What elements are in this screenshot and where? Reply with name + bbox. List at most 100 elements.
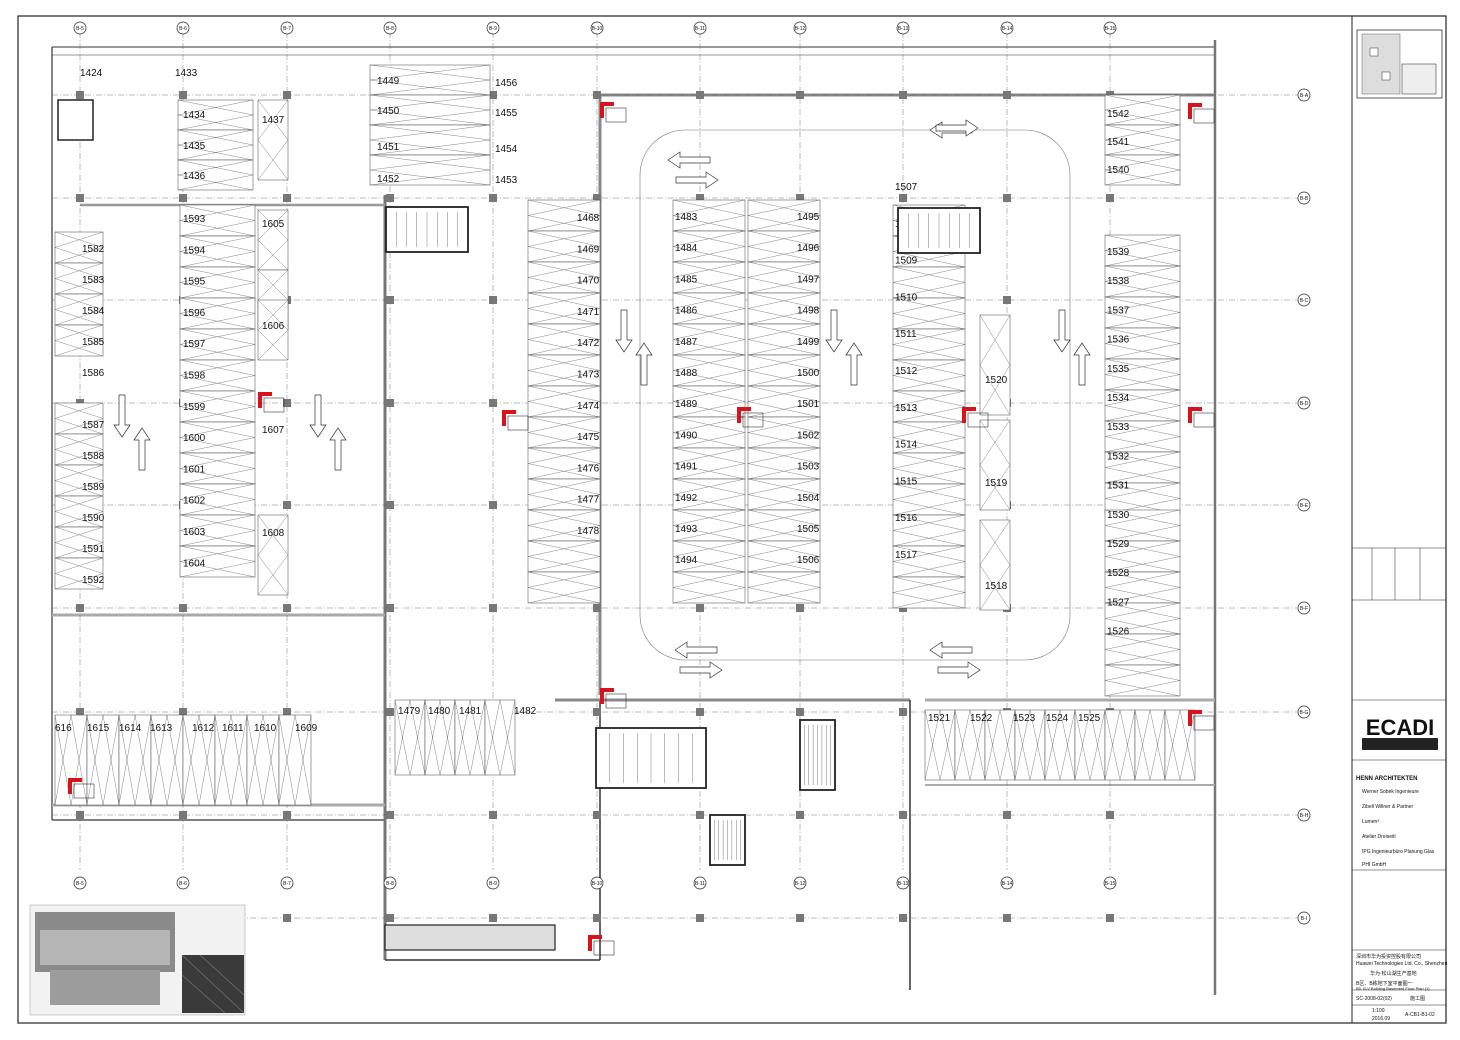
space-number: 1605 <box>262 219 285 230</box>
space-number: 1525 <box>1078 713 1101 724</box>
grid-row-label: B-G <box>1300 710 1309 716</box>
space-number: 1493 <box>675 524 698 535</box>
space-number: 1599 <box>183 402 206 413</box>
space-number: 1454 <box>495 144 518 155</box>
space-number: 1481 <box>459 706 482 717</box>
space-number: 1471 <box>577 307 600 318</box>
parking-stall <box>1104 482 1181 515</box>
space-number: 1601 <box>183 464 206 475</box>
arrow-up-icon <box>133 427 151 471</box>
parking-stall <box>527 571 601 604</box>
grid-col-label-top: B-9 <box>489 26 497 32</box>
parking-stall <box>672 416 746 449</box>
space-number: 1450 <box>377 106 400 117</box>
fire-hydrant-icon <box>258 392 272 408</box>
arrow-left-icon <box>929 641 973 659</box>
parking-stall <box>454 699 486 776</box>
space-number: 1482 <box>514 706 537 717</box>
parking-stall <box>179 545 256 578</box>
parking-stall <box>672 354 746 387</box>
space-number: 1584 <box>82 306 105 317</box>
space-number: 1610 <box>254 723 277 734</box>
parking-stall <box>527 354 601 387</box>
parking-stall <box>1104 664 1181 697</box>
space-number: 1582 <box>82 244 105 255</box>
space-number: 1478 <box>577 526 600 537</box>
space-number: 1523 <box>1013 713 1036 724</box>
space-number: 1534 <box>1107 393 1130 404</box>
space-number: 1615 <box>87 723 110 734</box>
tb-client-en: Huawei Technologies Ltd. Co., Shenzhen <box>1356 961 1448 967</box>
space-number: 1539 <box>1107 247 1130 258</box>
grid-row-label: B-E <box>1300 503 1309 509</box>
space-number: 1532 <box>1107 451 1130 462</box>
space-number: 1473 <box>577 370 600 381</box>
parking-stall <box>892 576 966 609</box>
grid-col-label-bottom: B-15 <box>1105 881 1116 887</box>
tb-architect: HENN ARCHITEKTEN <box>1356 776 1417 782</box>
space-labels: 1582158315841585158615871588158915901591… <box>55 68 1130 734</box>
space-number: 1502 <box>797 430 820 441</box>
parking-stall <box>179 514 256 547</box>
arrow-right-icon <box>675 171 719 189</box>
space-number: 1591 <box>82 544 105 555</box>
grid-row-label: B-F <box>1300 606 1308 612</box>
space-number: 1612 <box>192 723 215 734</box>
parking-stall <box>672 261 746 294</box>
space-number: 1529 <box>1107 539 1130 550</box>
space-number: 1507 <box>895 182 918 193</box>
fire-hydrant-icon <box>1188 407 1202 423</box>
space-number: 1527 <box>1107 597 1130 608</box>
tb-mep: Zibell Willner & Partner <box>1362 804 1413 810</box>
grid-col-label-bottom: B-5 <box>76 881 84 887</box>
space-number: 616 <box>55 723 72 734</box>
space-number: 1509 <box>895 256 918 267</box>
key-plan-thumbnail <box>29 904 246 1016</box>
space-number: 1530 <box>1107 510 1130 521</box>
grid-col-label-top: B-6 <box>179 26 187 32</box>
parking-stall <box>54 495 104 528</box>
parking-stall <box>1104 154 1181 186</box>
space-number: 1436 <box>183 171 206 182</box>
fire-hydrant-icon <box>962 407 976 423</box>
space-number: 1592 <box>82 575 105 586</box>
arrow-right-icon <box>935 119 979 137</box>
parking-stall <box>979 419 1011 511</box>
space-number: 1433 <box>175 68 198 79</box>
space-number: 1608 <box>262 528 285 539</box>
space-number: 1540 <box>1107 165 1130 176</box>
grid-col-label-bottom: B-13 <box>898 881 909 887</box>
parking-stall <box>54 464 104 497</box>
parking-stall <box>1104 94 1181 126</box>
space-number: 1504 <box>797 493 820 504</box>
parking-stall <box>892 359 966 392</box>
space-number: 1522 <box>970 713 993 724</box>
fire-hydrant-icon <box>600 688 614 704</box>
tb-physics: PHI GmbH <box>1362 862 1387 868</box>
space-number: 1519 <box>985 478 1008 489</box>
space-number: 1515 <box>895 476 918 487</box>
parking-stall <box>672 292 746 325</box>
parking-stall <box>1104 389 1181 422</box>
space-number: 1521 <box>928 713 951 724</box>
space-number: 1593 <box>183 214 206 225</box>
space-number: 1480 <box>428 706 451 717</box>
space-number: 1475 <box>577 432 600 443</box>
fire-hydrant-cabinets <box>68 102 1215 956</box>
ecadi-logo: ECADI <box>1366 715 1434 740</box>
space-number: 1455 <box>495 108 518 119</box>
parking-stall <box>984 709 1016 781</box>
grid-col-label-bottom: B-14 <box>1002 881 1013 887</box>
tb-structural: Werner Sobek Ingenieure <box>1362 789 1419 795</box>
space-number: 1469 <box>577 244 600 255</box>
grid-col-label-bottom: B-7 <box>283 881 291 887</box>
grid-col-label-top: B-11 <box>695 26 705 32</box>
parking-stalls <box>54 64 1196 806</box>
fire-hydrant-icon <box>68 778 82 794</box>
grid-col-label-bottom: B-10 <box>592 881 603 887</box>
parking-stall <box>747 230 821 263</box>
space-number: 1516 <box>895 513 918 524</box>
parking-stall <box>1104 602 1181 635</box>
parking-stall <box>892 266 966 299</box>
tb-landscape: Atelier Dreiseitl <box>1362 834 1396 840</box>
